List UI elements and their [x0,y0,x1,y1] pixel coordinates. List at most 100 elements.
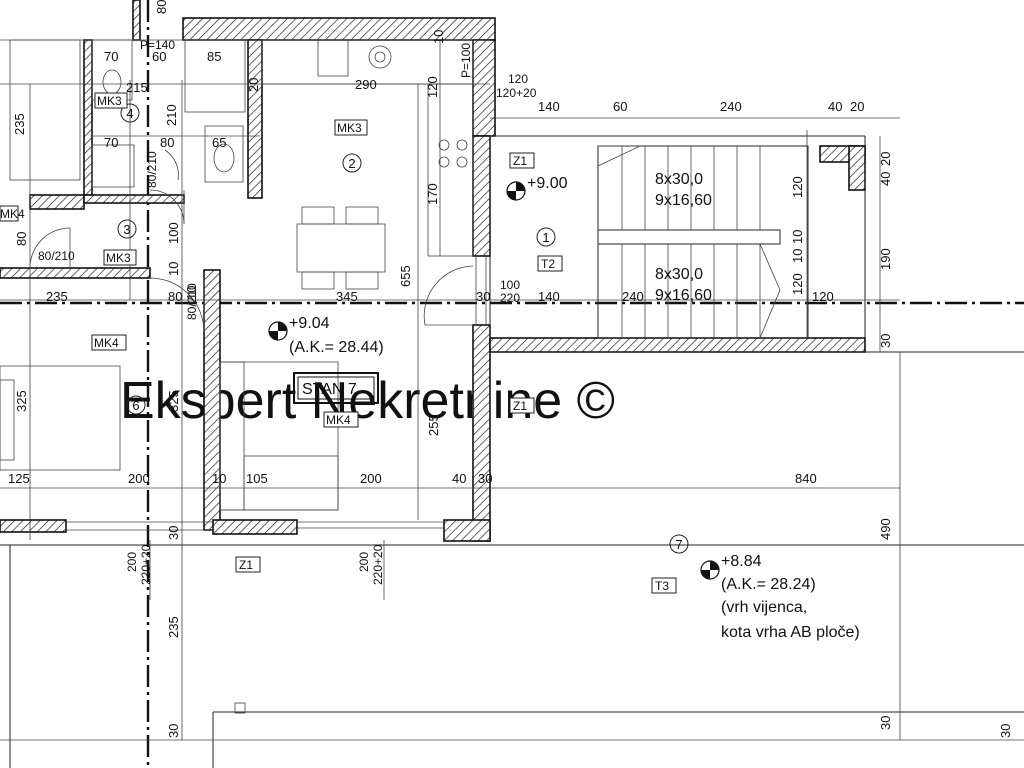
svg-text:70: 70 [104,135,118,150]
svg-text:345: 345 [336,289,358,304]
level-marker-roof: +8.84 (A.K.= 28.24) (vrh vijenca, kota v… [700,553,860,641]
svg-text:120: 120 [790,273,805,295]
svg-text:190: 190 [878,248,893,270]
stair-labels: 8x30,0 9x16,60 8x30,0 9x16,60 [655,171,712,304]
svg-text:3: 3 [123,222,130,237]
svg-text:325: 325 [14,390,29,412]
svg-text:(A.K.= 28.44): (A.K.= 28.44) [289,339,384,356]
svg-text:200: 200 [128,471,150,486]
svg-text:60: 60 [613,99,627,114]
svg-text:70: 70 [104,49,118,64]
svg-text:Z1: Z1 [513,399,527,413]
svg-text:20: 20 [878,152,893,166]
svg-text:MK4: MK4 [0,207,25,221]
svg-text:120: 120 [508,72,528,86]
svg-text:840: 840 [795,471,817,486]
apartment-label: STAN 7 [293,372,379,404]
svg-text:20: 20 [246,78,261,92]
walls [0,0,866,542]
svg-text:T3: T3 [655,579,669,593]
svg-text:490: 490 [878,518,893,540]
svg-text:+9.04: +9.04 [289,315,330,332]
svg-text:10: 10 [790,249,805,263]
svg-text:220+20: 220+20 [371,544,385,585]
svg-text:80: 80 [160,135,174,150]
svg-text:120: 120 [790,176,805,198]
svg-text:200: 200 [125,552,139,572]
svg-text:200: 200 [357,552,371,572]
svg-text:40: 40 [452,471,466,486]
svg-text:MK3: MK3 [97,94,122,108]
svg-text:30: 30 [998,724,1013,738]
svg-text:30: 30 [166,526,181,540]
svg-text:Z1: Z1 [239,558,253,572]
svg-text:170: 170 [425,183,440,205]
svg-text:325: 325 [166,390,181,412]
svg-text:P=140: P=140 [140,38,175,52]
svg-text:235: 235 [46,289,68,304]
svg-text:40: 40 [828,99,842,114]
svg-text:6: 6 [132,398,139,413]
svg-text:10: 10 [184,286,199,300]
room-number-6: 6 [126,395,146,415]
svg-text:kota vrha AB ploče): kota vrha AB ploče) [721,624,860,641]
svg-text:10: 10 [166,262,181,276]
svg-text:215: 215 [126,80,148,95]
svg-text:100: 100 [166,222,181,244]
level-marker-terrace: +9.00 [506,175,568,201]
svg-text:290: 290 [355,77,377,92]
room-number-4: 4 [120,103,140,123]
svg-text:120+20: 120+20 [496,86,537,100]
svg-text:235: 235 [166,616,181,638]
finish-tags: MK3 MK3 MK3 MK4 MK4 MK4 T2 T3 Z1 Z1 Z1 Z… [0,92,677,594]
svg-text:T2: T2 [541,257,555,271]
svg-text:60: 60 [152,49,166,64]
svg-text:40: 40 [878,172,893,186]
svg-text:P=100: P=100 [459,43,473,78]
svg-text:80: 80 [14,232,29,246]
svg-text:140: 140 [538,289,560,304]
svg-text:30: 30 [166,724,181,738]
svg-text:MK4: MK4 [94,336,119,350]
svg-text:220+20: 220+20 [139,544,153,585]
svg-text:120: 120 [812,289,834,304]
svg-text:655: 655 [398,265,413,287]
svg-text:8x30,0: 8x30,0 [655,171,703,188]
svg-text:9x16,60: 9x16,60 [655,287,712,304]
svg-text:240: 240 [720,99,742,114]
svg-text:125: 125 [8,471,30,486]
svg-text:240: 240 [622,289,644,304]
svg-text:65: 65 [212,135,226,150]
svg-text:10: 10 [431,30,446,44]
svg-text:Z1: Z1 [513,154,527,168]
svg-text:+9.00: +9.00 [527,175,568,192]
svg-text:105: 105 [246,471,268,486]
svg-text:210: 210 [164,104,179,126]
svg-text:235: 235 [12,113,27,135]
svg-text:80/210: 80/210 [145,151,159,188]
linework [0,39,1024,768]
svg-text:(A.K.= 28.24): (A.K.= 28.24) [721,576,816,593]
svg-text:100: 100 [500,278,520,292]
svg-text:MK4: MK4 [326,413,351,427]
svg-text:140: 140 [538,99,560,114]
svg-text:2: 2 [348,156,355,171]
svg-text:STAN 7: STAN 7 [302,381,357,398]
svg-text:10: 10 [212,471,226,486]
svg-text:10: 10 [790,230,805,244]
room-number-7: 7 [669,534,689,554]
svg-text:80: 80 [154,0,169,14]
svg-text:220: 220 [500,291,520,305]
svg-text:4: 4 [126,106,133,121]
room-number-3: 3 [117,219,137,239]
svg-text:1: 1 [542,230,549,245]
svg-text:255: 255 [426,414,441,436]
svg-text:200: 200 [360,471,382,486]
dimension-lines [0,39,901,740]
svg-text:8x30,0: 8x30,0 [655,266,703,283]
svg-text:(vrh vijenca,: (vrh vijenca, [721,599,807,616]
svg-text:30: 30 [476,289,490,304]
svg-text:30: 30 [878,716,893,730]
svg-text:80: 80 [168,289,182,304]
